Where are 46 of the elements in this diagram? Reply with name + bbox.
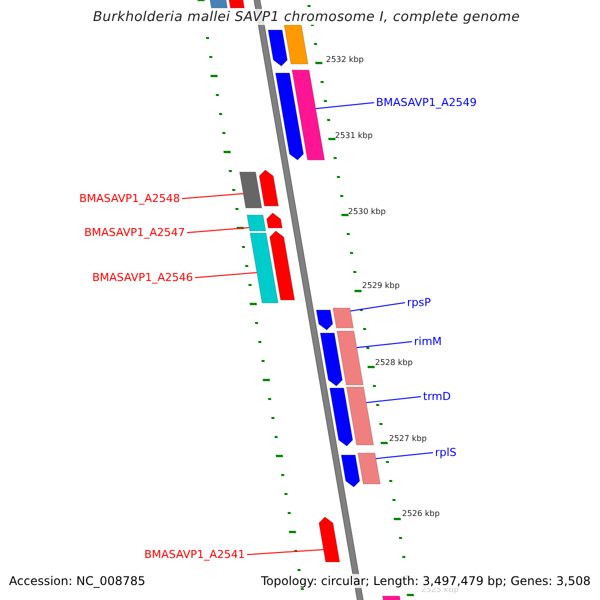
gene-feature — [316, 310, 334, 330]
map-title: Burkholderia mallei SAVP1 chromosome I, complete genome — [93, 9, 520, 26]
leader-line — [186, 227, 250, 234]
gene-label: rplS — [435, 446, 457, 460]
gene-feature — [269, 230, 295, 300]
gene-label: BMASAVP1_A2546 — [92, 271, 193, 284]
gene-feature — [268, 30, 288, 66]
scale-label: 2527 kbp — [389, 434, 427, 444]
gene-feature — [320, 332, 343, 386]
gene-feature — [292, 70, 325, 160]
gene-label: trmD — [423, 390, 451, 404]
accession-note: Accession: NC_008785 — [9, 574, 146, 588]
gene-label: BMASAVP1_A2541 — [144, 548, 245, 562]
scale-label: 2532 kbp — [326, 55, 364, 65]
leader-line — [350, 302, 406, 312]
gene-label: BMASAVP1_A2547 — [84, 226, 185, 240]
leader-line — [246, 549, 324, 556]
gene-label: rimM — [414, 335, 442, 348]
leader-line — [182, 193, 244, 200]
leader-line — [194, 272, 258, 278]
gene-feature — [346, 386, 374, 446]
scale-label: 2531 kbp — [335, 131, 373, 141]
leader-line — [366, 396, 422, 404]
leader-line — [375, 452, 434, 460]
gene-label: rpsP — [407, 296, 431, 310]
gene-label: BMASAVP1_A2548 — [79, 192, 180, 206]
gene-feature — [336, 330, 364, 386]
gene-feature — [382, 596, 404, 600]
gene-feature — [340, 454, 360, 488]
gene-feature — [329, 388, 353, 446]
gene-feature — [332, 308, 354, 328]
gene-feature — [239, 172, 262, 208]
gene-feature — [275, 72, 304, 160]
gene-feature — [284, 24, 308, 64]
gene-feature — [318, 516, 340, 562]
leader-line — [356, 341, 412, 348]
scale-label: 2528 kbp — [375, 358, 413, 368]
gene-feature — [258, 170, 279, 206]
leader-line — [315, 102, 374, 110]
scale-label: 2530 kbp — [348, 207, 386, 217]
gene-label: BMASAVP1_A2549 — [376, 96, 477, 110]
gene-feature — [266, 212, 283, 228]
genome-summary: Topology: circular; Length: 3,497,479 bp; Genes: 3,508 — [261, 574, 591, 588]
scale-label: 2529 kbp — [362, 281, 400, 291]
gene-feature — [358, 452, 381, 484]
scale-label: 2526 kbp — [402, 509, 440, 519]
